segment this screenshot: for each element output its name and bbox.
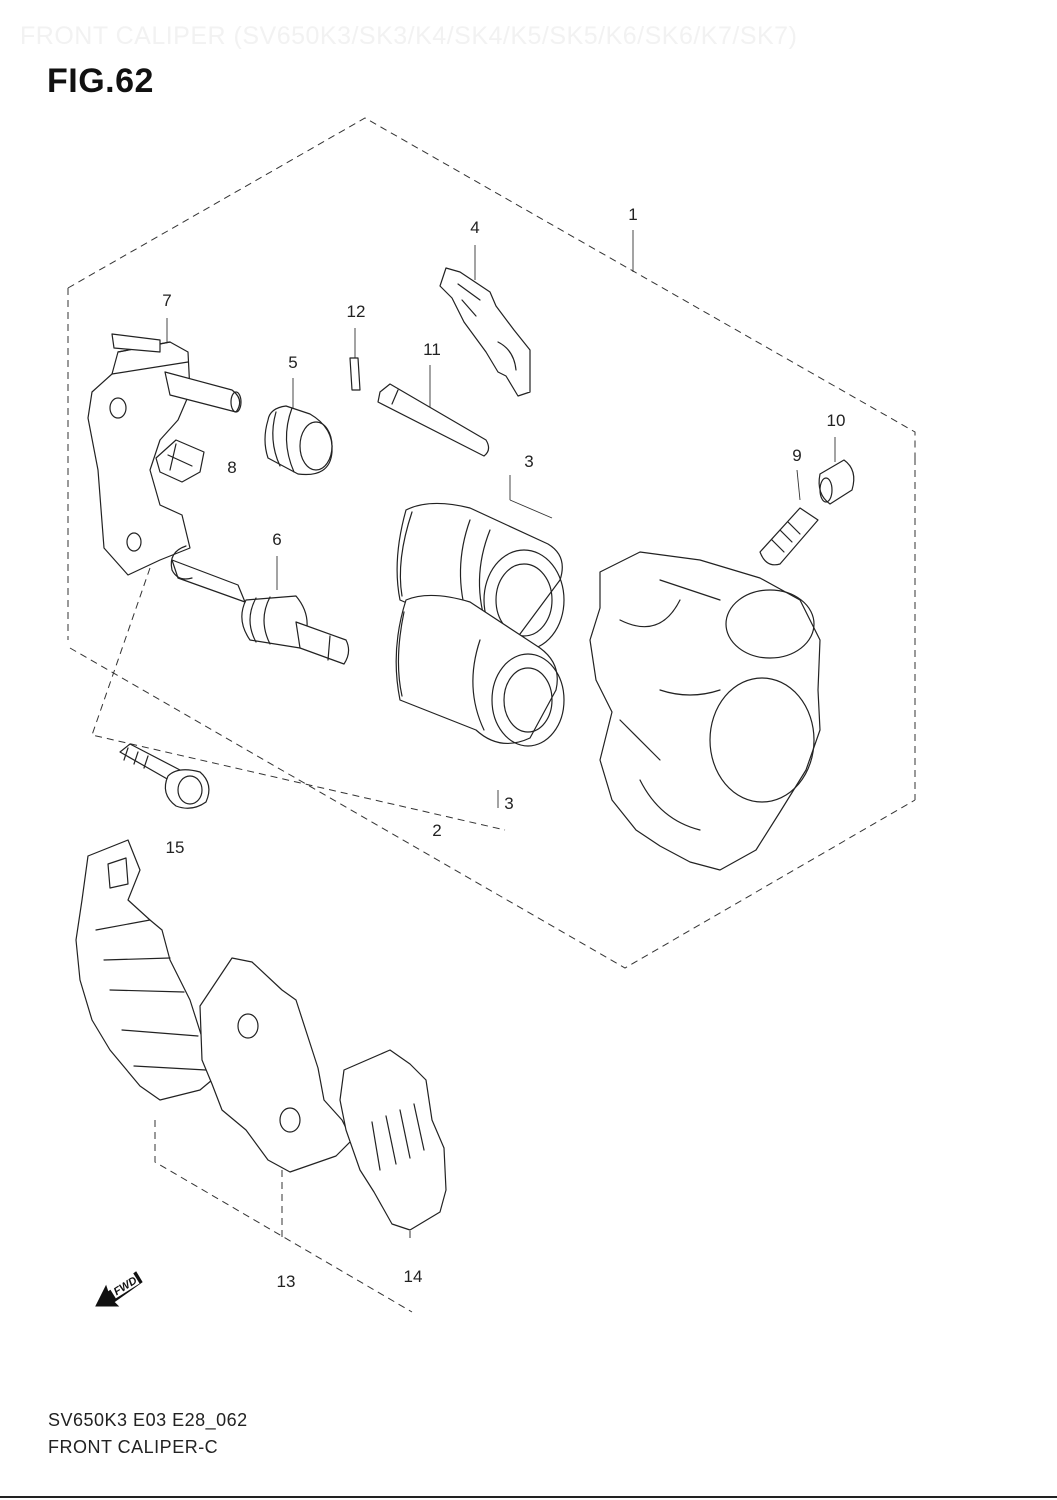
pad-pin-11 xyxy=(377,383,490,457)
caliper-body xyxy=(589,551,821,871)
boot-5 xyxy=(264,405,333,476)
brake-pad-13-backing xyxy=(199,957,353,1173)
figure-title: FIG.62 xyxy=(47,62,154,100)
callout-leaders xyxy=(166,230,836,808)
callout-15: 15 xyxy=(165,838,185,857)
callout-5: 5 xyxy=(288,353,298,372)
piston-set-lower-3 xyxy=(395,594,565,747)
plug-12 xyxy=(349,357,361,391)
bleeder-valve-9 xyxy=(759,507,819,566)
callout-6: 6 xyxy=(272,530,282,549)
callout-2: 2 xyxy=(432,821,442,840)
callout-12: 12 xyxy=(346,302,366,321)
callout-8: 8 xyxy=(227,458,237,477)
bleeder-cap-10 xyxy=(818,459,855,505)
assembly-boundary-1 xyxy=(67,117,916,969)
diagram-code: SV650K3 E03 E28_062 xyxy=(48,1410,248,1430)
diagram-name: FRONT CALIPER-C xyxy=(48,1437,219,1457)
diagram-header-watermark: FRONT CALIPER (SV650K3/SK3/K4/SK4/K5/SK5… xyxy=(20,22,798,50)
callout-3-lower: 3 xyxy=(504,794,514,813)
brake-pad-13 xyxy=(75,839,213,1101)
callout-11: 11 xyxy=(423,340,441,359)
callout-1: 1 xyxy=(628,205,638,224)
callout-9: 9 xyxy=(792,446,802,465)
callout-14: 14 xyxy=(403,1267,423,1286)
sleeve-6 xyxy=(241,595,350,665)
page-border-bottom xyxy=(0,1496,1057,1498)
brake-pad-14 xyxy=(339,1049,447,1231)
mounting-bolt-15 xyxy=(119,743,210,809)
callout-7: 7 xyxy=(162,291,172,310)
pad-spring-4 xyxy=(439,267,531,397)
callout-3-upper: 3 xyxy=(524,452,534,471)
fwd-arrow-icon: FWD xyxy=(95,1271,143,1307)
pad-group-boundary xyxy=(154,1120,413,1313)
callout-10: 10 xyxy=(826,411,846,430)
callout-13: 13 xyxy=(276,1272,296,1291)
pad-spring-8 xyxy=(155,439,205,483)
assembly-boundary-2 xyxy=(91,567,506,831)
callout-4: 4 xyxy=(470,218,480,237)
caliper-bracket-7 xyxy=(87,333,246,603)
